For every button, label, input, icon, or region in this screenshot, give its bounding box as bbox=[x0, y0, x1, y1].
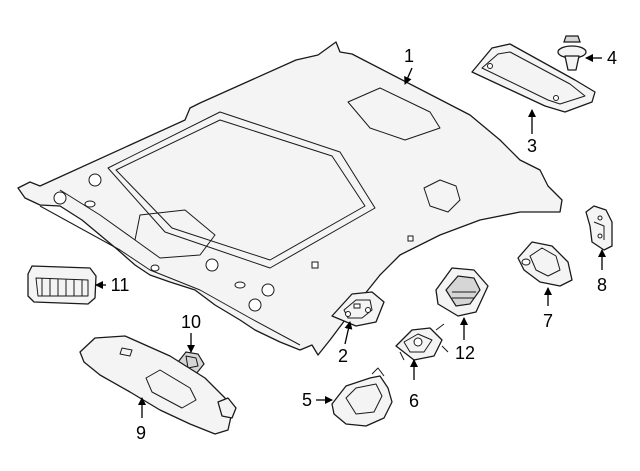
callout-9: 9 bbox=[136, 423, 146, 443]
vanity-mirror-part bbox=[331, 367, 393, 427]
overhead-console-part bbox=[471, 43, 596, 113]
callout-1: 1 bbox=[404, 46, 414, 66]
leader-2 bbox=[344, 321, 353, 345]
callout-10: 10 bbox=[181, 312, 201, 332]
connector-part bbox=[395, 323, 449, 361]
grab-handle-part bbox=[517, 241, 573, 287]
leader-1 bbox=[404, 67, 413, 85]
callout-11: 11 bbox=[111, 275, 130, 295]
lamp-lens-part bbox=[27, 265, 97, 305]
switch-part bbox=[435, 267, 489, 317]
callout-5: 5 bbox=[302, 390, 312, 410]
headliner-part bbox=[17, 41, 563, 356]
callout-2: 2 bbox=[338, 346, 348, 366]
retainer-clip-part bbox=[557, 35, 587, 71]
callout-labels: 1 2 3 4 5 6 7 8 9 10 11 12 bbox=[111, 46, 617, 443]
callout-4: 4 bbox=[607, 48, 617, 68]
callout-8: 8 bbox=[597, 275, 607, 295]
callout-3: 3 bbox=[527, 136, 537, 156]
bracket-part bbox=[331, 291, 385, 327]
callout-7: 7 bbox=[543, 311, 553, 331]
leader-lines bbox=[95, 54, 606, 418]
callout-6: 6 bbox=[409, 391, 419, 411]
callout-12: 12 bbox=[455, 343, 475, 363]
sun-visor-part bbox=[79, 335, 237, 435]
mounting-bracket-part bbox=[585, 205, 613, 251]
